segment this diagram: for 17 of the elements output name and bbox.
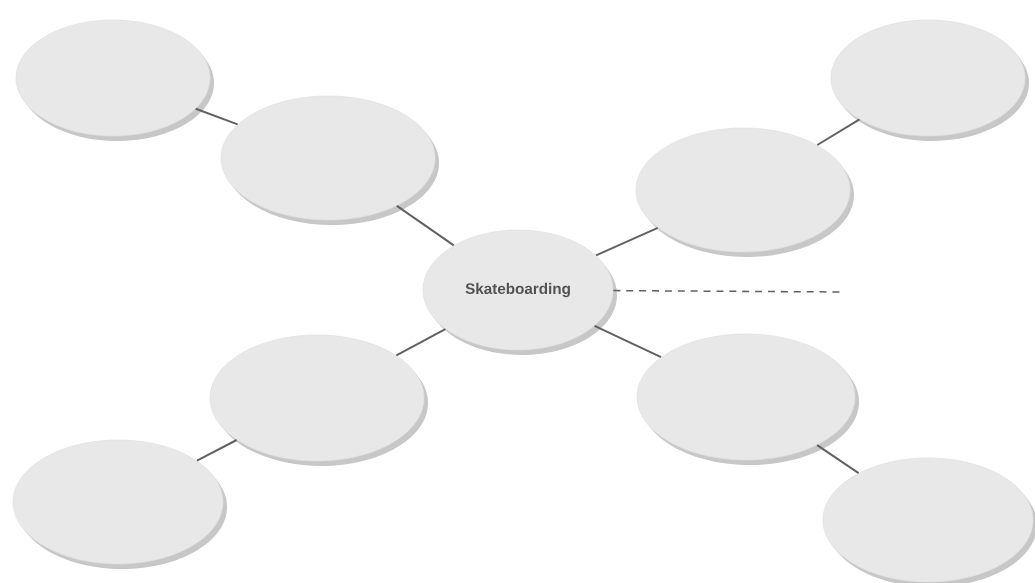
- empty-bubble: [822, 457, 1035, 583]
- empty-bubble: [12, 439, 227, 569]
- connector-line: [395, 328, 447, 357]
- empty-bubble: [635, 127, 854, 257]
- connector-line: [816, 444, 860, 475]
- empty-bubble: [830, 19, 1029, 141]
- connector-line: [595, 226, 659, 257]
- topic-bubble: Skateboarding: [422, 229, 617, 355]
- empty-bubble: [15, 19, 214, 141]
- connector-line: [194, 107, 239, 126]
- empty-bubble: [636, 333, 859, 465]
- empty-bubble: [209, 334, 428, 466]
- connector-line: [196, 439, 238, 462]
- connector-line: [816, 118, 861, 146]
- empty-bubble: [220, 95, 439, 225]
- connector-line: [395, 204, 455, 247]
- connector-line: [593, 324, 663, 359]
